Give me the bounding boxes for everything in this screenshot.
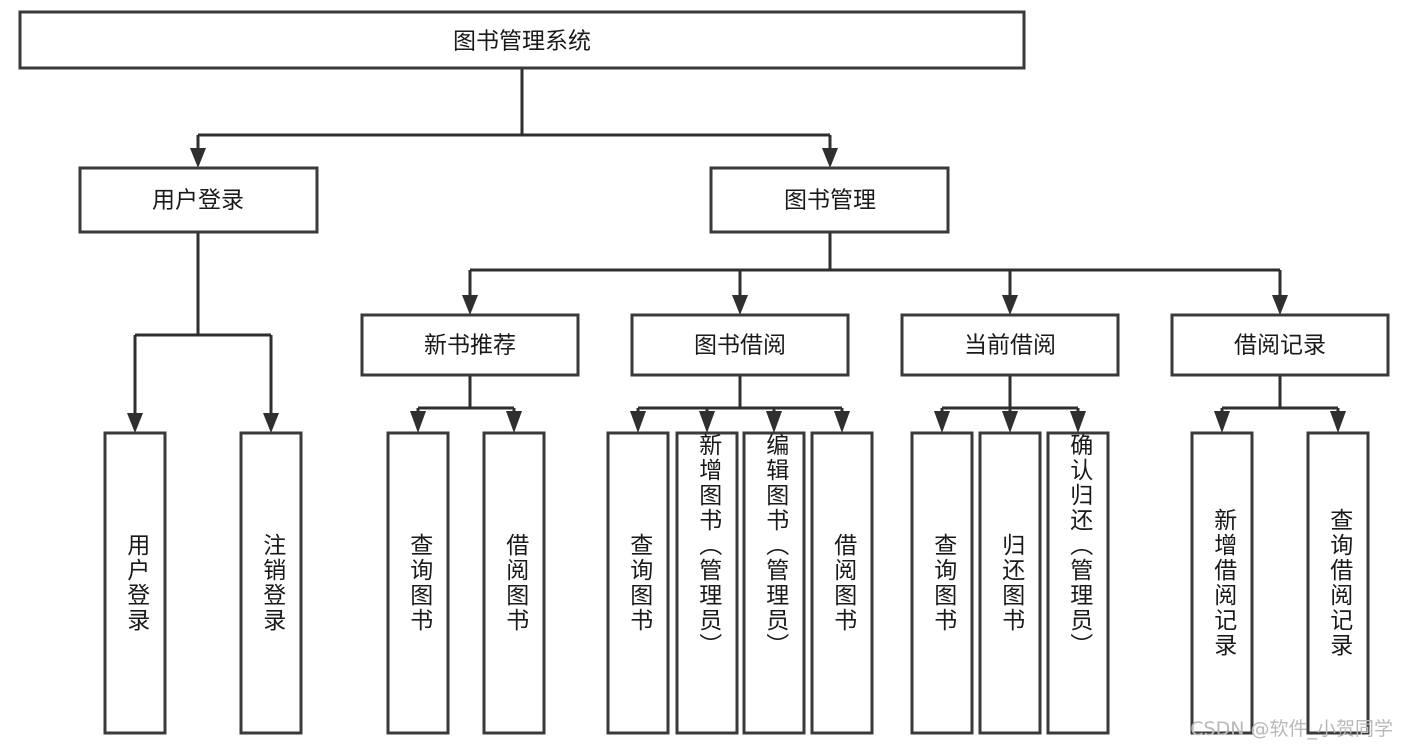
node-user-login-label: 用户登录 — [152, 188, 244, 214]
node-root-rect — [18, 10, 1026, 70]
connector-user-login-to-leaves — [127, 232, 279, 433]
csdn-watermark: CSDN @软件_小贺同学 — [1190, 718, 1393, 740]
leaf-rect-user-login-1[interactable] — [239, 431, 303, 735]
node-new-book-recommend-label: 新书推荐 — [424, 333, 516, 359]
node-borrow-record-label: 借阅记录 — [1234, 333, 1326, 359]
arrow-current-borrow-leaf1 — [934, 411, 950, 433]
leaf-rect-book-borrow-3[interactable] — [810, 431, 874, 735]
arrow-to-borrow-record — [1272, 295, 1288, 315]
leaf-rect-new-book-1[interactable] — [482, 431, 546, 735]
node-book-borrow-label: 图书借阅 — [694, 333, 786, 359]
leaf-rect-book-borrow-1[interactable] — [675, 431, 739, 735]
node-root[interactable]: 图书管理系统 — [18, 10, 1026, 70]
node-root-label: 图书管理系统 — [453, 29, 591, 55]
arrow-root-to-book-manage — [822, 148, 838, 168]
arrow-book-borrow-leaf2 — [699, 411, 715, 433]
leaf-rect-book-borrow-0[interactable] — [606, 431, 670, 735]
arrow-new-book-leaf2 — [506, 411, 522, 433]
connector-root-to-level2 — [190, 68, 838, 168]
leaf-boxes-borrow-record — [1190, 431, 1370, 735]
node-current-borrow-label: 当前借阅 — [964, 333, 1056, 359]
arrow-to-book-borrow — [732, 295, 748, 315]
node-book-borrow[interactable]: 图书借阅 — [630, 313, 850, 377]
node-user-login-rect — [78, 166, 319, 234]
node-user-login[interactable]: 用户登录 — [78, 166, 319, 234]
leaf-rect-new-book-0[interactable] — [386, 431, 450, 735]
arrow-to-current-borrow — [1002, 295, 1018, 315]
arrow-root-to-user-login — [190, 148, 206, 168]
leaf-rect-borrow-record-1[interactable] — [1306, 431, 1370, 735]
connector-book-borrow-to-leaves — [630, 375, 850, 433]
arrow-user-login-leaf2 — [263, 413, 279, 433]
node-book-manage-rect — [709, 166, 950, 234]
leaf-rect-user-login-0[interactable] — [103, 431, 167, 735]
arrow-to-new-book — [462, 295, 478, 315]
connector-borrow-record-to-leaves — [1214, 375, 1346, 433]
connector-new-book-to-leaves — [410, 375, 522, 433]
leaf-boxes-book-borrow — [606, 431, 874, 735]
node-book-manage-label: 图书管理 — [784, 188, 876, 214]
node-new-book-recommend[interactable]: 新书推荐 — [360, 313, 580, 377]
node-borrow-record-rect — [1170, 313, 1390, 377]
arrow-book-borrow-leaf3 — [766, 411, 782, 433]
node-current-borrow[interactable]: 当前借阅 — [900, 313, 1120, 377]
connector-current-borrow-to-leaves — [934, 375, 1086, 433]
leaf-boxes-new-book-recommend — [386, 431, 546, 735]
leaf-boxes-current-borrow — [910, 431, 1110, 735]
node-book-manage[interactable]: 图书管理 — [709, 166, 950, 234]
arrow-current-borrow-leaf3 — [1070, 411, 1086, 433]
arrow-book-borrow-leaf4 — [834, 411, 850, 433]
arrow-current-borrow-leaf2 — [1002, 411, 1018, 433]
node-new-book-recommend-rect — [360, 313, 580, 377]
node-book-borrow-rect — [630, 313, 850, 377]
node-borrow-record[interactable]: 借阅记录 — [1170, 313, 1390, 377]
arrow-borrow-record-leaf2 — [1330, 411, 1346, 433]
leaf-rect-current-borrow-0[interactable] — [910, 431, 974, 735]
leaf-rect-book-borrow-2[interactable] — [742, 431, 806, 735]
node-current-borrow-rect — [900, 313, 1120, 377]
leaf-boxes-user-login — [103, 431, 303, 735]
arrow-user-login-leaf1 — [127, 413, 143, 433]
connector-book-manage-to-level3 — [462, 232, 1288, 315]
leaf-rect-borrow-record-0[interactable] — [1190, 431, 1254, 735]
arrow-book-borrow-leaf1 — [630, 411, 646, 433]
arrow-borrow-record-leaf1 — [1214, 411, 1230, 433]
leaf-rect-current-borrow-2[interactable] — [1046, 431, 1110, 735]
arrow-new-book-leaf1 — [410, 411, 426, 433]
leaf-rect-current-borrow-1[interactable] — [978, 431, 1042, 735]
